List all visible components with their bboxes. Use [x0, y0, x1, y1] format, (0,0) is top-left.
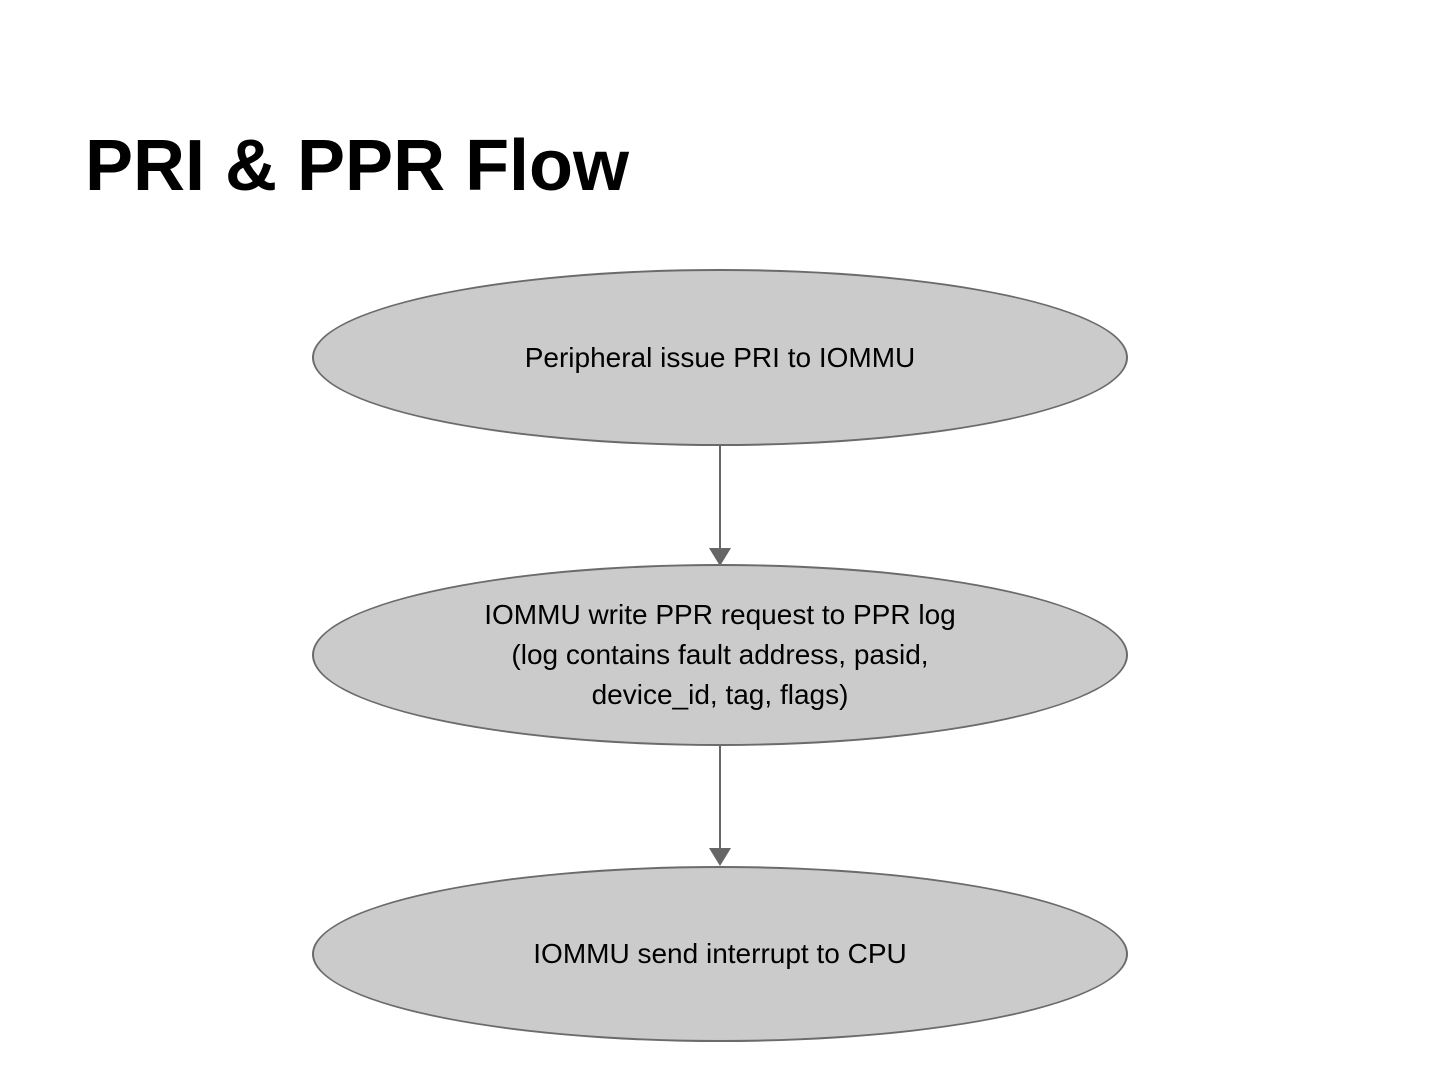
flow-node-label-line-3: device_id, tag, flags): [591, 679, 849, 710]
flow-node-peripheral-issue-pri: Peripheral issue PRI to IOMMU: [312, 269, 1128, 446]
arrow-down-connector-1: [709, 446, 731, 566]
arrow-shaft: [719, 746, 721, 848]
flow-node-label: Peripheral issue PRI to IOMMU: [524, 341, 916, 373]
flow-node-iommu-send-interrupt: IOMMU send interrupt to CPU: [312, 866, 1128, 1042]
flow-node-label-line-2: (log contains fault address, pasid,: [511, 639, 929, 670]
flow-node-label-line-1: IOMMU write PPR request to PPR log: [484, 599, 956, 630]
flow-node-label: IOMMU send interrupt to CPU: [533, 938, 907, 969]
flow-node-iommu-write-ppr-log: IOMMU write PPR request to PPR log (log …: [312, 564, 1128, 746]
arrow-down-connector-2: [709, 746, 731, 866]
page-title: PRI & PPR Flow: [85, 126, 630, 206]
arrow-shaft: [719, 446, 721, 548]
arrow-head-icon: [709, 548, 731, 566]
arrow-head-icon: [709, 848, 731, 866]
